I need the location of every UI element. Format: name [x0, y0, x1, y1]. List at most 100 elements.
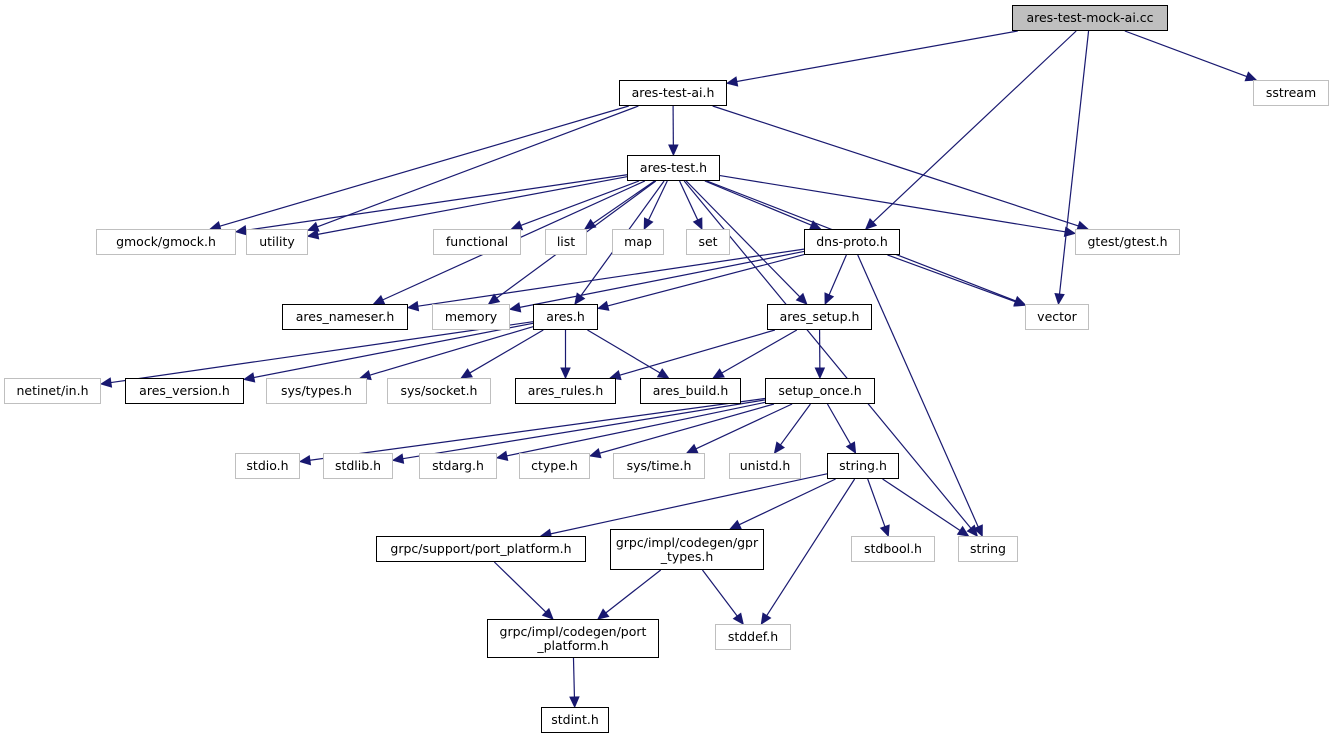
edge-ares_h-sys_socket — [469, 329, 544, 374]
edge-ares_h-ares_build — [587, 329, 661, 374]
edge-ares_test-map — [648, 180, 668, 221]
arrowhead-icon — [597, 608, 610, 620]
arrowhead-icon — [1244, 71, 1258, 82]
edge-grpc_support_pp-grpc_codegen_pp — [493, 561, 547, 613]
edge-string_h-grpc_support_pp — [550, 473, 828, 535]
edge-setup_once-stdarg — [506, 401, 766, 457]
arrowhead-icon — [692, 217, 703, 231]
arrowhead-icon — [583, 218, 597, 230]
arrowhead-icon — [879, 524, 890, 538]
edge-setup_once-stdlib — [402, 399, 766, 460]
arrowhead-icon — [712, 368, 725, 379]
arrowhead-icon — [569, 696, 580, 709]
node-map: map — [612, 229, 664, 255]
arrowhead-icon — [460, 368, 473, 379]
edge-dns_proto-ares_nameser — [417, 248, 805, 307]
node-grpc-codegen-pp[interactable]: grpc/impl/codegen/port _platform.h — [487, 619, 659, 658]
edge-setup_once-ctype — [599, 403, 775, 454]
arrowhead-icon — [391, 453, 405, 464]
edge-grpc_gpr_types-grpc_codegen_pp — [605, 569, 662, 614]
arrowhead-icon — [1063, 226, 1077, 237]
arrowhead-icon — [864, 217, 878, 230]
edge-ares_test-functional — [520, 180, 640, 227]
node-stdarg: stdarg.h — [419, 453, 497, 479]
edge-ares_test-gmock — [245, 174, 628, 231]
node-ares-setup[interactable]: ares_setup.h — [767, 304, 872, 330]
node-ares-rules[interactable]: ares_rules.h — [515, 378, 616, 404]
edge-dns_proto-vector — [887, 254, 1016, 303]
node-vector: vector — [1025, 304, 1089, 330]
node-string-h[interactable]: string.h — [827, 453, 899, 479]
arrowhead-icon — [588, 448, 602, 459]
node-netinet: netinet/in.h — [4, 378, 101, 404]
edge-root-dns_proto — [872, 30, 1077, 223]
node-dns-proto[interactable]: dns-proto.h — [804, 229, 900, 255]
node-ares-h[interactable]: ares.h — [533, 304, 598, 330]
arrowhead-icon — [795, 292, 808, 305]
edge-ares_setup-ares_rules — [619, 329, 776, 376]
arrowhead-icon — [372, 294, 386, 305]
node-ares-build[interactable]: ares_build.h — [640, 378, 741, 404]
edge-ares_test-string — [683, 180, 972, 529]
node-sys-types: sys/types.h — [266, 378, 367, 404]
arrowhead-icon — [643, 217, 654, 231]
node-utility: utility — [246, 229, 308, 255]
arrowhead-icon — [406, 300, 420, 312]
arrowhead-icon — [560, 367, 571, 380]
arrowhead-icon — [773, 441, 785, 454]
node-ares-test-ai[interactable]: ares-test-ai.h — [619, 80, 727, 106]
node-ares-nameser[interactable]: ares_nameser.h — [282, 304, 408, 330]
edge-setup_once-string_h — [826, 403, 852, 445]
node-sys-time: sys/time.h — [613, 453, 705, 479]
edge-dns_proto-ares_h — [607, 253, 805, 307]
arrowhead-icon — [99, 377, 113, 388]
arrowhead-icon — [508, 302, 522, 313]
node-sys-socket: sys/socket.h — [387, 378, 491, 404]
node-stdint[interactable]: stdint.h — [541, 707, 609, 733]
edge-root-ares_test_ai — [736, 30, 1018, 83]
node-string: string — [958, 536, 1018, 562]
node-ares-test[interactable]: ares-test.h — [627, 155, 720, 181]
node-gmock: gmock/gmock.h — [96, 229, 236, 255]
arrowhead-icon — [495, 450, 509, 461]
node-root[interactable]: ares-test-mock-ai.cc — [1012, 5, 1168, 31]
arrowhead-icon — [729, 519, 742, 530]
arrowhead-icon — [668, 144, 679, 157]
node-set: set — [686, 229, 730, 255]
edge-ares_test_ai-utility — [317, 105, 639, 228]
edge-ares_test-dns_proto — [704, 180, 812, 226]
edge-ares_test_ai-gtest — [712, 105, 1079, 227]
arrowhead-icon — [298, 454, 312, 466]
node-stdlib: stdlib.h — [323, 453, 393, 479]
arrowhead-icon — [760, 612, 772, 626]
edge-setup_once-stdio — [309, 397, 766, 461]
arrowhead-icon — [306, 229, 320, 240]
edge-setup_once-unistd — [779, 403, 811, 446]
edge-ares_test-utility — [317, 176, 628, 235]
arrowhead-icon — [487, 293, 501, 305]
arrowhead-icon — [956, 525, 970, 537]
node-gtest: gtest/gtest.h — [1075, 229, 1180, 255]
edge-ares_h-netinet — [110, 321, 534, 384]
node-grpc-support-pp[interactable]: grpc/support/port_platform.h — [376, 536, 586, 562]
node-ares-version[interactable]: ares_version.h — [125, 378, 244, 404]
node-grpc-gpr-types[interactable]: grpc/impl/codegen/gpr _types.h — [610, 529, 764, 570]
arrowhead-icon — [685, 443, 699, 454]
arrowhead-icon — [732, 612, 744, 625]
arrowhead-icon — [306, 221, 320, 232]
edge-ares_h-sys_types — [369, 326, 534, 376]
edge-ares_test-list — [592, 180, 655, 224]
arrowhead-icon — [1054, 292, 1065, 306]
node-list: list — [545, 229, 587, 255]
edge-ares_test-set — [679, 180, 699, 221]
node-setup-once[interactable]: setup_once.h — [765, 378, 875, 404]
edge-dns_proto-memory — [519, 250, 805, 308]
edge-root-sstream — [1124, 30, 1248, 78]
edge-dns_proto-string — [857, 254, 979, 528]
edge-ares_test-ares_setup — [685, 180, 801, 298]
node-stdbool: stdbool.h — [851, 536, 935, 562]
arrowhead-icon — [814, 367, 826, 380]
node-unistd: unistd.h — [729, 453, 801, 479]
arrowhead-icon — [656, 368, 670, 379]
